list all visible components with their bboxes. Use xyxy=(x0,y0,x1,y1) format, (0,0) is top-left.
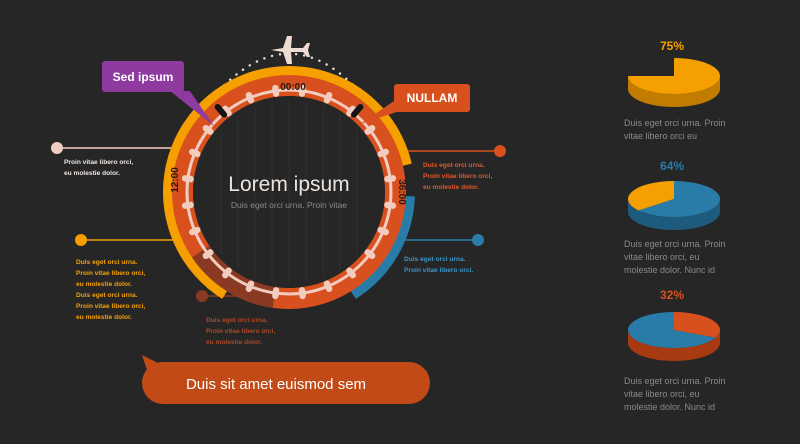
ring-bead xyxy=(298,84,306,97)
ring-bead xyxy=(323,280,333,293)
time-right-label: 36:00 xyxy=(396,179,407,205)
ring-bead xyxy=(384,201,397,209)
ring-bead xyxy=(272,287,280,300)
ring-bead xyxy=(202,125,214,135)
nullam-callout: NULLAM xyxy=(360,84,470,124)
pie-3-percent: 32% xyxy=(659,288,685,302)
pie-1-description: Duis eget orci urna. Proin vitae libero … xyxy=(624,118,726,141)
ring-bead xyxy=(377,148,390,158)
ring-bead xyxy=(181,175,194,183)
time-left-label: 12:00 xyxy=(170,167,181,193)
pie-1-percent: 75% xyxy=(659,39,685,53)
leader-lines xyxy=(51,142,506,302)
nullam-callout-label: NULLAM xyxy=(407,91,458,105)
annotation-orange-left: Duis eget orci urna. Proin vitae libero … xyxy=(76,259,146,321)
airplane-icon xyxy=(271,36,310,64)
ring-pin-left xyxy=(214,103,228,118)
pie-slice-value xyxy=(628,58,720,94)
annotation-red-right: Duis eget orci urna. Proin vitae libero … xyxy=(423,162,493,191)
pie-2-percent: 64% xyxy=(659,159,685,173)
annotation-blue-right: Duis eget orci urna. Proin vitae libero … xyxy=(404,256,474,274)
ring-bead xyxy=(377,226,390,236)
pie-1 xyxy=(628,58,720,107)
ring-bead xyxy=(298,287,306,300)
purple-callout: Sed ipsum xyxy=(102,61,214,126)
pie-side xyxy=(628,76,720,107)
ring-beige-track xyxy=(185,88,393,296)
ring-bead xyxy=(222,105,232,117)
bottom-speech-bubble: Duis sit amet euismod sem xyxy=(142,355,430,404)
center-subtitle: Duis eget orci urna. Proin vitae xyxy=(231,200,347,210)
ring-bead xyxy=(364,125,376,135)
ring-bead xyxy=(384,175,397,183)
ring-bead xyxy=(323,91,333,104)
clock-ring xyxy=(163,66,415,309)
ring-bead xyxy=(222,267,232,279)
ring-bead xyxy=(181,201,194,209)
purple-callout-label: Sed ipsum xyxy=(113,70,174,84)
flight-path-arc xyxy=(211,52,367,100)
pie-slice-value xyxy=(638,181,720,217)
ring-bead xyxy=(364,249,376,259)
pie-slice-rest xyxy=(628,181,674,211)
bottom-bubble-label: Duis sit amet euismod sem xyxy=(186,376,366,393)
pie-side xyxy=(628,199,720,230)
pie-slice-rest xyxy=(628,312,716,348)
annotation-dark-bottom: Duis eget orci urna. Proin vitae libero … xyxy=(206,317,276,346)
pie-3 xyxy=(628,312,720,361)
ring-pin-right xyxy=(350,103,364,118)
time-top-label: 00:00 xyxy=(280,82,306,93)
pie-2 xyxy=(628,181,720,230)
ring-bead xyxy=(346,267,356,279)
annotation-beige-left: Proin vitae libero orci, eu molestie dol… xyxy=(64,159,134,177)
ring-bead xyxy=(188,226,201,236)
ring-bead xyxy=(245,91,255,104)
ring-bead xyxy=(272,84,280,97)
pie-side xyxy=(628,330,720,361)
pie-charts xyxy=(628,58,720,361)
pie-2-description: Duis eget orci urna. Proin vitae libero … xyxy=(624,239,726,275)
ring-bead xyxy=(346,105,356,117)
ring-bead xyxy=(202,249,214,259)
ring-bead xyxy=(188,148,201,158)
pie-3-description: Duis eget orci urna. Proin vitae libero … xyxy=(624,376,726,412)
ring-bead xyxy=(245,280,255,293)
center-title: Lorem ipsum xyxy=(228,173,349,196)
pie-slice-value xyxy=(674,312,720,338)
